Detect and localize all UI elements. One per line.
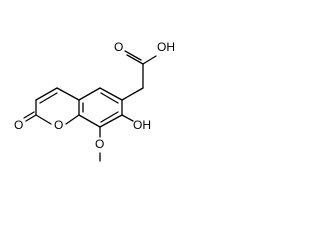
acid-carbonyl-oxygen-label: O: [114, 40, 123, 54]
carbonyl-oxygen-label: O: [14, 118, 23, 132]
bond-cooh-carbonyl-o: [126, 54, 144, 65]
bond-c5-c6: [99, 87, 123, 101]
bond-c3-c4-double: [39, 92, 58, 104]
bond-c5-c6-double: [100, 92, 119, 104]
bond-c2-carbonyl-o-double: [23, 111, 35, 119]
bond-c8-c8a: [78, 114, 101, 128]
bond-c4a-c5: [78, 87, 101, 101]
bond-c2-carbonyl-o: [25, 114, 37, 122]
bond-c7-c8: [99, 114, 123, 128]
bond-cooh-oh: [142, 55, 157, 65]
bond-c6-ch2: [121, 87, 144, 101]
bond-c3-c4: [35, 87, 58, 101]
methoxy-oxygen-label: O: [95, 137, 104, 151]
phenol-hydroxyl-label: OH: [133, 118, 151, 132]
bond-c7-c8-double: [100, 111, 119, 123]
bond-c7-oh: [121, 114, 134, 122]
ring-oxygen-label: O: [54, 118, 63, 132]
bond-cooh-carbonyl-o-double: [124, 50, 142, 61]
acid-hydroxyl-label: OH: [157, 40, 175, 54]
chemical-structure: O O O OH OH O: [14, 40, 175, 162]
bond-c2-o1: [35, 114, 52, 125]
bond-o1-c8a: [65, 114, 80, 125]
bond-c4-c4a: [56, 87, 80, 101]
